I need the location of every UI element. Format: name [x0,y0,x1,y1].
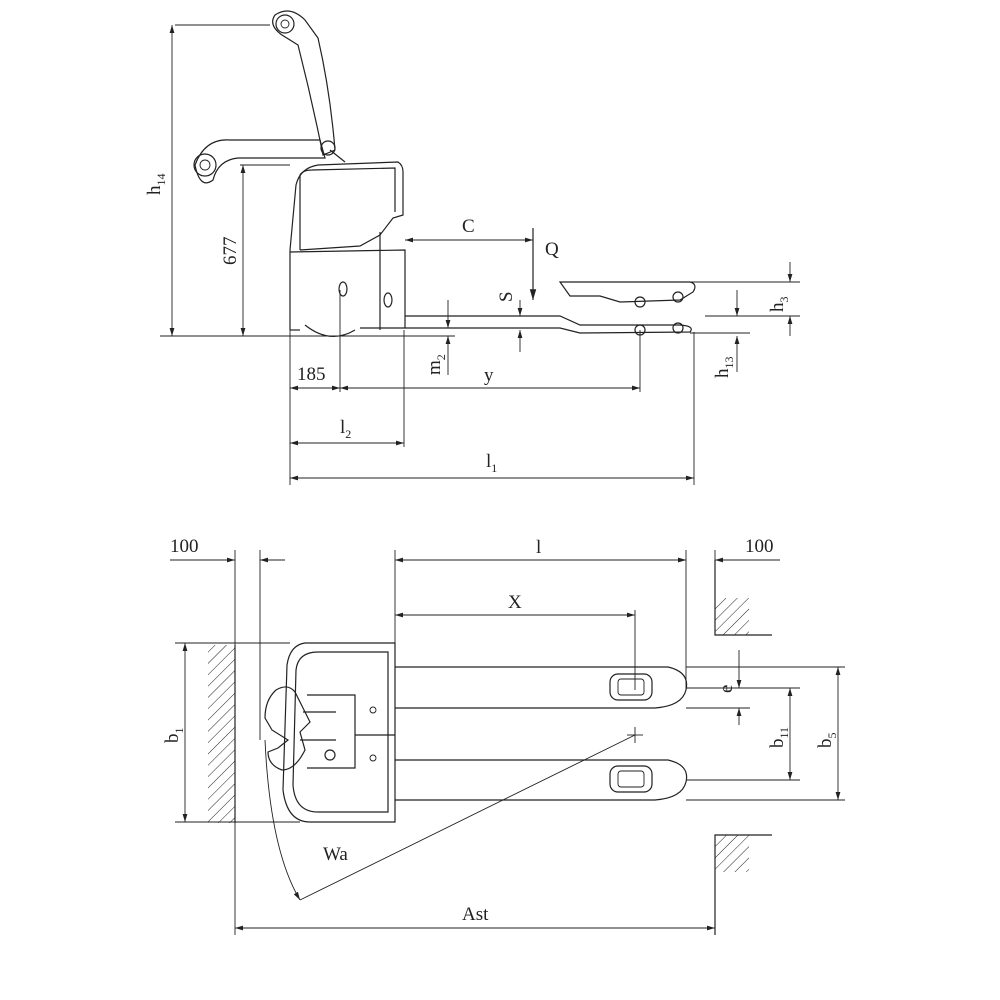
right-wall-hatch-top [715,598,749,635]
m2-label: m2 [424,354,448,375]
y-label: y [484,365,494,386]
c-label: C [462,216,475,237]
h3-label: h3 [767,297,791,313]
side-view: h14 677 C Q S h3 h13 m2 [144,10,800,485]
right-100-label: 100 [745,536,774,557]
e-label: e [716,685,737,693]
b1-label: b1 [162,728,186,744]
left-100-label: 100 [170,536,199,557]
q-label: Q [545,239,559,260]
b5-label: b5 [815,733,839,749]
wa-label: Wa [323,844,348,865]
l-label: l [536,537,541,558]
h13-label: h13 [712,357,736,379]
b11-label: b11 [767,727,791,748]
forks-plan [395,666,688,801]
dim-677-label: 677 [220,237,241,266]
left-wall-hatch [208,645,235,823]
dim-185-label: 185 [297,364,326,385]
tiller-plan [264,686,336,771]
truck-body-plan [282,642,396,823]
l1-label: l1 [486,451,497,475]
right-wall-hatch-bottom [715,835,749,872]
ast-label: Ast [462,904,489,925]
l2-label: l2 [340,417,351,441]
tiller-handle [193,10,346,184]
turning-arc [264,739,301,901]
chassis-body [289,161,406,337]
fork-raised [558,281,696,308]
x-label: X [508,592,522,613]
turning-radius-line [299,734,636,901]
h14-label: h14 [144,174,168,196]
s-label: S [496,291,517,302]
top-view: Wa 100 l 100 X b1 e [162,536,845,935]
